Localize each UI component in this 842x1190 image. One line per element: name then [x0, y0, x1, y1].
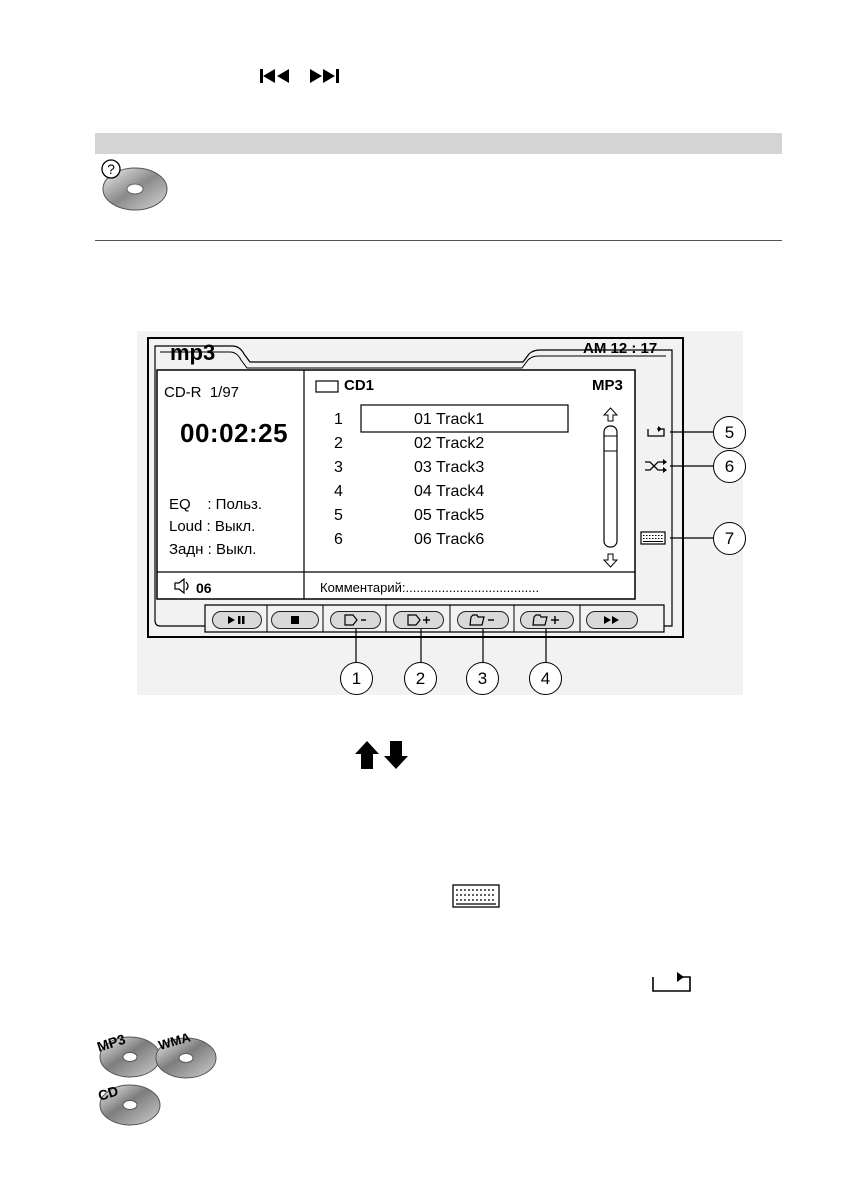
callout-6: 6: [713, 450, 746, 483]
callout-5: 5: [713, 416, 746, 449]
help-disc-icon: ?: [98, 159, 168, 213]
prev-folder-button[interactable]: [457, 611, 509, 629]
track-number: 6: [334, 531, 343, 548]
divider-rule: [95, 240, 782, 241]
callout-4: 4: [529, 662, 562, 695]
track-number: 3: [334, 459, 343, 476]
fast-forward-icon: [604, 616, 619, 624]
eq-setting: EQ : Польз.: [169, 496, 263, 513]
speaker-icon: [174, 578, 192, 594]
format-label: MP3: [592, 377, 623, 394]
next-track-button[interactable]: [393, 611, 444, 629]
next-folder-button[interactable]: [520, 611, 574, 629]
track-item[interactable]: 04 Track4: [414, 483, 485, 500]
loudness-setting: Loud : Выкл.: [169, 518, 256, 535]
callout-leaders: [355, 431, 713, 662]
disc-icons: MP3 WMA CD: [96, 1032, 217, 1126]
screen-title: mp3: [170, 340, 216, 365]
callout-2: 2: [404, 662, 437, 695]
elapsed-time: 00:02:25: [180, 418, 289, 448]
folder-plus-icon: [532, 614, 559, 626]
fast-forward-button[interactable]: [586, 611, 638, 629]
scroll-up-icon[interactable]: [603, 407, 618, 422]
play-pause-icon: [228, 616, 245, 624]
prev-track-button[interactable]: [330, 611, 381, 629]
stop-button[interactable]: [271, 611, 319, 629]
play-pause-button[interactable]: [212, 611, 262, 629]
track-number: 4: [334, 483, 343, 500]
stop-icon: [291, 616, 299, 624]
track-plus-icon: [406, 614, 430, 626]
folder-minus-icon: [469, 614, 494, 626]
disc-type-label: CD-R 1/97: [164, 384, 240, 401]
keyboard-icon[interactable]: [640, 531, 666, 545]
cd-folder-icon: [315, 380, 339, 393]
comment-line: Комментарий:............................…: [320, 580, 540, 595]
track-item[interactable]: 03 Track3: [414, 459, 485, 476]
rear-setting: Задн : Выкл.: [169, 541, 257, 558]
svg-text:?: ?: [107, 161, 115, 177]
track-item[interactable]: 02 Track2: [414, 435, 485, 452]
volume-level: 06: [196, 580, 212, 596]
up-down-arrows-icon: [354, 740, 410, 770]
mp3-screen-frame: [147, 337, 684, 638]
disc-label: CD: [96, 1082, 120, 1103]
track-item[interactable]: 05 Track5: [414, 507, 485, 524]
repeat-icon[interactable]: [645, 423, 667, 439]
keyboard-icon: [452, 884, 500, 908]
clock-display: AM 12 : 17: [583, 340, 658, 357]
track-item[interactable]: 06 Track6: [414, 531, 485, 548]
track-number: 5: [334, 507, 343, 524]
section-band: [95, 133, 782, 154]
track-number: 2: [334, 435, 343, 452]
prev-next-icon: [260, 68, 342, 84]
callout-3: 3: [466, 662, 499, 695]
cd-label: CD1: [344, 377, 375, 394]
track-number: 1: [334, 411, 343, 428]
track-item[interactable]: 01 Track1: [414, 411, 485, 428]
track-minus-icon: [343, 614, 366, 626]
scroll-down-icon[interactable]: [603, 553, 618, 568]
shuffle-icon[interactable]: [644, 458, 668, 474]
callout-7: 7: [713, 522, 746, 555]
callout-1: 1: [340, 662, 373, 695]
repeat-icon: [650, 968, 694, 994]
